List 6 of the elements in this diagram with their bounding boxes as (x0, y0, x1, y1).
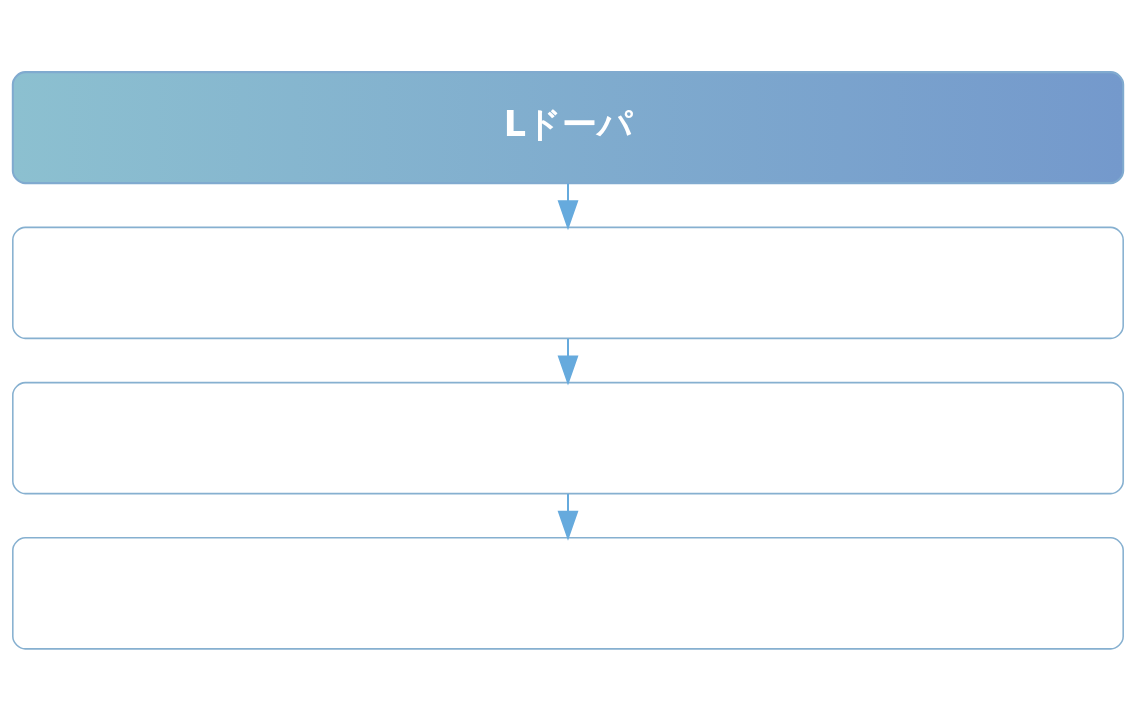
arrow (557, 494, 579, 541)
node-box (12, 226, 1124, 340)
node-box (12, 381, 1124, 495)
node-box: Lドーパ (11, 71, 1125, 185)
node-box (12, 537, 1124, 650)
arrow (557, 338, 579, 386)
